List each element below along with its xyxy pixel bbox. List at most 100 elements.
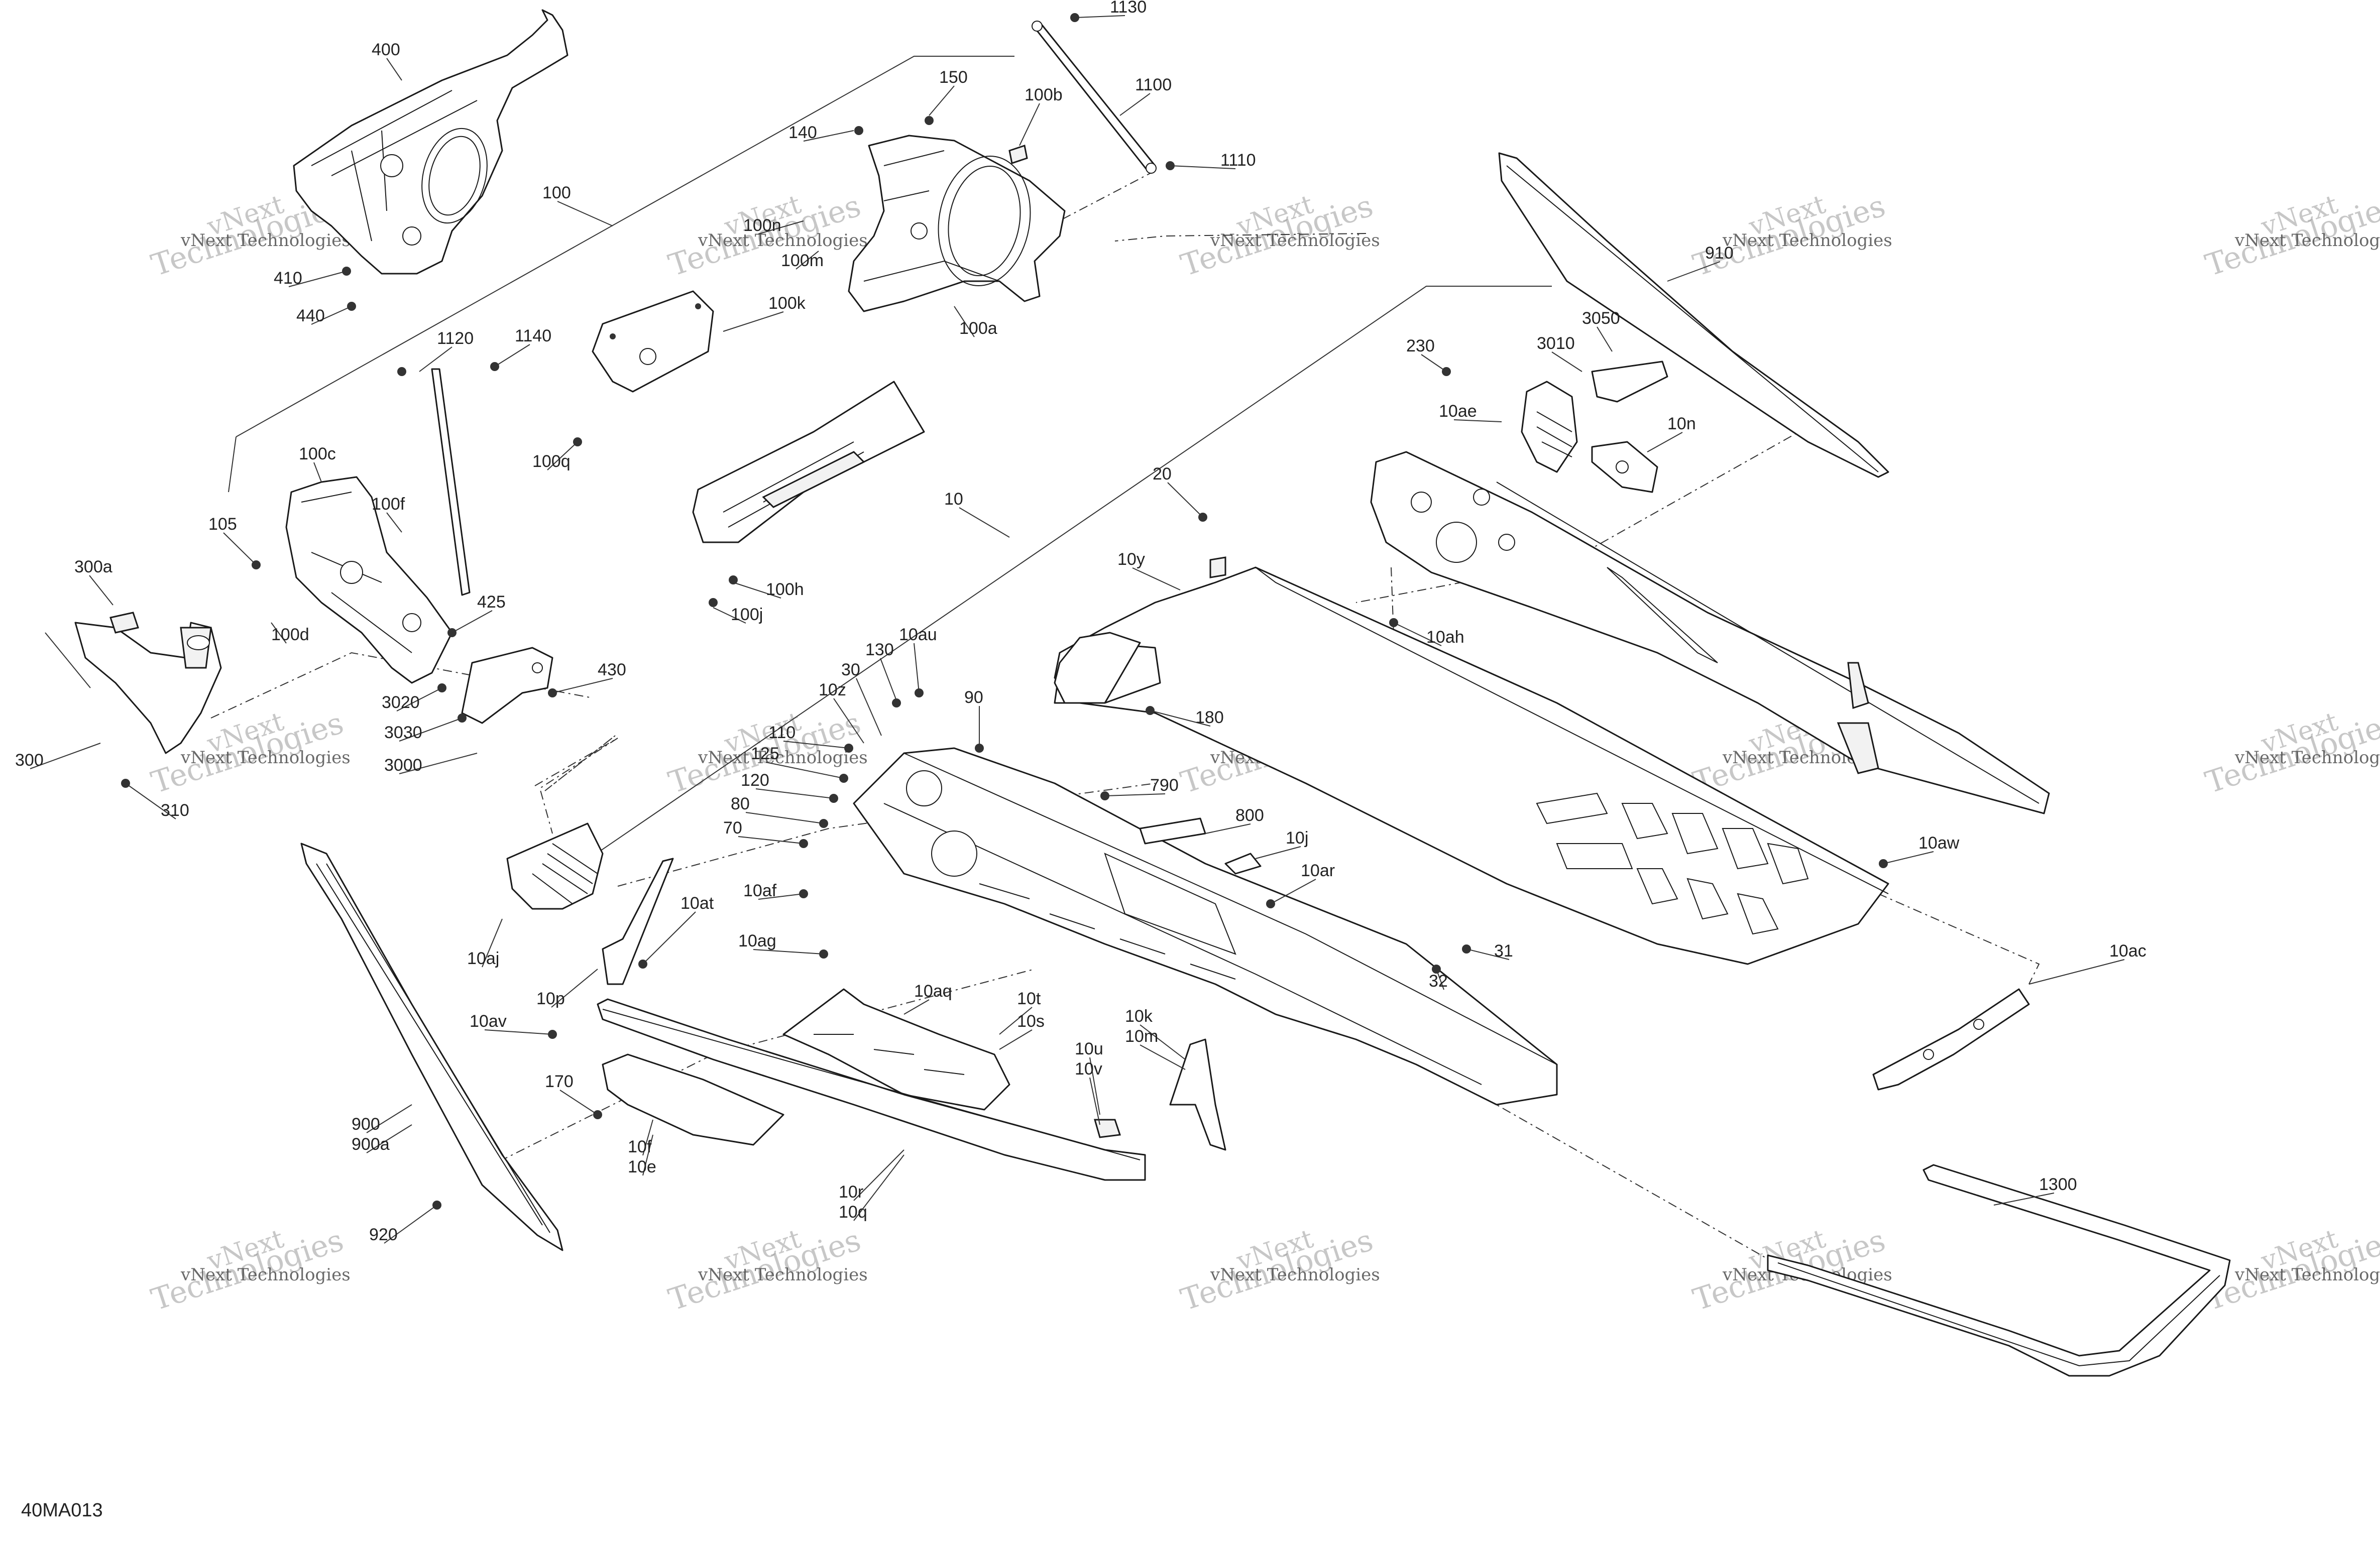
callout-790: 790 [1150,776,1179,795]
watermark-line3: vNext Technologies [2234,748,2380,768]
leader-430 [552,678,613,693]
callout-300: 300 [15,751,44,770]
part-10-right-rail[interactable] [1370,451,2050,814]
part-3000-bracket[interactable] [461,647,553,724]
part-100b-bumper[interactable] [1008,145,1028,164]
bolt [892,698,901,707]
part-900-left-rail[interactable] [300,843,563,1251]
callout-10n: 10n [1667,414,1696,433]
leader-100b [1019,103,1040,146]
part-100a-front-frame[interactable] [848,135,1066,312]
part-100c-lower-frame[interactable] [285,476,453,684]
watermark-line3: vNext Technologies [698,230,868,251]
callout-1300: 1300 [2039,1175,2077,1194]
callout-1130: 1130 [1110,0,1147,17]
part-1100-strut-rod[interactable] [1032,21,1157,174]
callout-170: 170 [545,1072,574,1091]
callout-150: 150 [939,68,968,87]
callout-10s: 10s [1017,1012,1045,1031]
leader-10u [1089,1057,1100,1115]
callout-130: 130 [865,640,894,659]
part-10p-strut[interactable] [602,858,674,985]
leader-100j [713,607,746,624]
callout-10y: 10y [1117,550,1145,569]
part-10ae-mesh-bracket[interactable] [1521,381,1578,473]
leader-10av [484,1029,553,1035]
callout-425: 425 [477,592,506,612]
part-1120-steering-rod[interactable] [431,368,471,596]
part-10r-bumper-bar[interactable] [597,998,1146,1181]
callout-800: 800 [1235,806,1264,825]
leader-30 [856,678,882,736]
leader-425 [451,610,493,633]
part-10n-plate[interactable] [1591,441,1658,493]
dash-line-c [1114,233,1367,242]
part-10ac-rear-bracket[interactable] [1872,988,2030,1091]
callout-1110: 1110 [1220,151,1256,170]
callout-10aj: 10aj [467,949,499,968]
leader-10at [642,911,696,965]
part-10-chassis-left[interactable] [853,747,1558,1106]
callout-3020: 3020 [382,693,420,712]
part-10aj-mesh-plate[interactable] [506,822,604,910]
callout-100n: 100n [743,216,781,235]
callout-300a: 300a [74,557,112,576]
callout-100c: 100c [299,444,336,463]
callout-100q: 100q [532,452,571,471]
part-300-side-bracket[interactable] [74,612,222,754]
part-1300-rear-bumper[interactable] [1767,1164,2231,1377]
leader-125 [765,762,844,779]
leader-10ac [2028,959,2125,985]
leader-10e [642,1134,653,1176]
leader-100m [796,251,819,270]
leader-10p [551,969,598,1008]
part-790-slot-plate[interactable] [1139,817,1206,845]
leader-300 [30,743,101,769]
callout-100b: 100b [1025,85,1063,104]
callout-100d: 100d [271,625,309,644]
callout-10k: 10k [1125,1007,1153,1026]
callout-3010: 3010 [1537,334,1575,353]
leader-3000 [399,753,478,774]
callout-10ag: 10ag [738,931,776,951]
leader-3020 [396,687,442,711]
callout-31: 31 [1494,941,1513,961]
leader-10ar [1270,879,1316,904]
group-line-100 [236,56,1014,437]
leader-1300 [1993,1193,2055,1206]
leader-180 [1150,710,1211,727]
watermark-line3: vNext Technologies [2234,1265,2380,1285]
leader-20 [1167,482,1203,518]
part-910-right-rail[interactable] [1498,152,1889,478]
part-400-front-frame[interactable] [293,9,569,275]
leader-10ag [753,949,824,955]
bolt [925,116,934,125]
callout-10au: 10au [899,625,937,644]
part-10y-front-cap[interactable] [1054,556,1226,704]
part-3010-clip[interactable] [1591,361,1668,403]
callout-10q: 10q [839,1203,867,1222]
callout-10aw: 10aw [1918,834,1960,853]
callout-20: 20 [1153,464,1172,484]
part-100h-bracket[interactable] [692,381,925,543]
part-10f-bracket[interactable] [602,1053,784,1146]
callout-10t: 10t [1017,989,1041,1008]
callout-10ac: 10ac [2109,941,2146,961]
leader-100d [271,622,287,644]
callout-10av: 10av [470,1012,507,1031]
callout-70: 70 [723,818,742,838]
part-10u-small-clip[interactable] [1094,1119,1121,1138]
part-800-clip[interactable] [1224,853,1262,875]
part-10k-strut[interactable] [1169,1038,1226,1151]
callout-900a: 900a [352,1135,390,1154]
leader-1100 [1119,93,1151,116]
callout-100f: 100f [372,495,405,514]
callout-10ah: 10ah [1426,628,1464,647]
callout-100h: 100h [766,580,804,599]
part-10aq-front-plate[interactable] [782,988,1010,1111]
leader-105 [223,532,257,565]
part-100k-plate[interactable] [592,290,714,393]
